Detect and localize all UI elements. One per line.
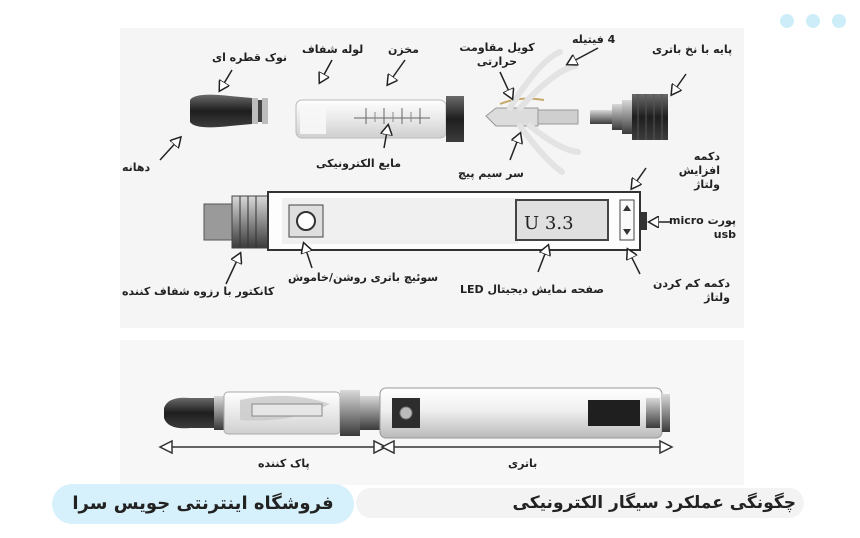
label-connector: کانکتور با رزوه شفاف کننده [122,285,275,298]
label-voltage-down: دکمه کم کردن ولتاژ [652,277,730,304]
coil-part [485,49,581,175]
callout-arrows [159,47,687,285]
page-title: چگونگی عملکرد سیگار الکترونیکی [512,493,796,513]
store-badge [52,484,354,524]
store-brand: جویس سرا [72,493,171,514]
label-voltage-up: دکمه افزایش ولتاژ [678,150,720,191]
dot-icon [832,14,846,28]
bracket-arrows [158,439,674,455]
label-mouthpiece: دهانه [122,161,151,174]
label-drip-tip: نوک قطره ای [212,51,288,64]
label-led-screen: صفحه نمایش دیجیتال LED [460,283,604,296]
battery-diagram: U 3.3 [203,191,647,251]
label-port: پورت micro usb [669,214,736,241]
dot-icon [780,14,794,28]
label-heating-coil: کویل مقاومت حرارتی [459,41,535,68]
display-reading: U 3.3 [524,213,574,234]
label-e-liquid: مایع الکترونیکی [316,157,402,170]
label-tank: مخزن [388,43,419,56]
label-battery: باتری [508,457,538,470]
dot-icon [806,14,820,28]
store-name: فروشگاه اینترنتی جویس سرا [52,484,354,524]
label-clear-tube: لوله شفاف [302,43,364,56]
label-wicks: 4 فیتیله [572,33,616,46]
clear-tube-part [295,96,464,142]
title-strip [356,488,804,518]
label-clearomizer: پاک کننده [258,457,310,470]
drip-tip-part [190,94,268,128]
label-threaded-base: پایه با نخ باتری [652,43,733,56]
label-power-switch: سوئیچ باتری روشن/خاموش [288,271,439,284]
label-screw-head: سر سیم پیچ [458,167,524,180]
store-prefix: فروشگاه اینترنتی [176,493,334,514]
threaded-base-part [590,94,668,140]
window-dots [780,14,846,28]
ecig-photo [164,387,670,439]
